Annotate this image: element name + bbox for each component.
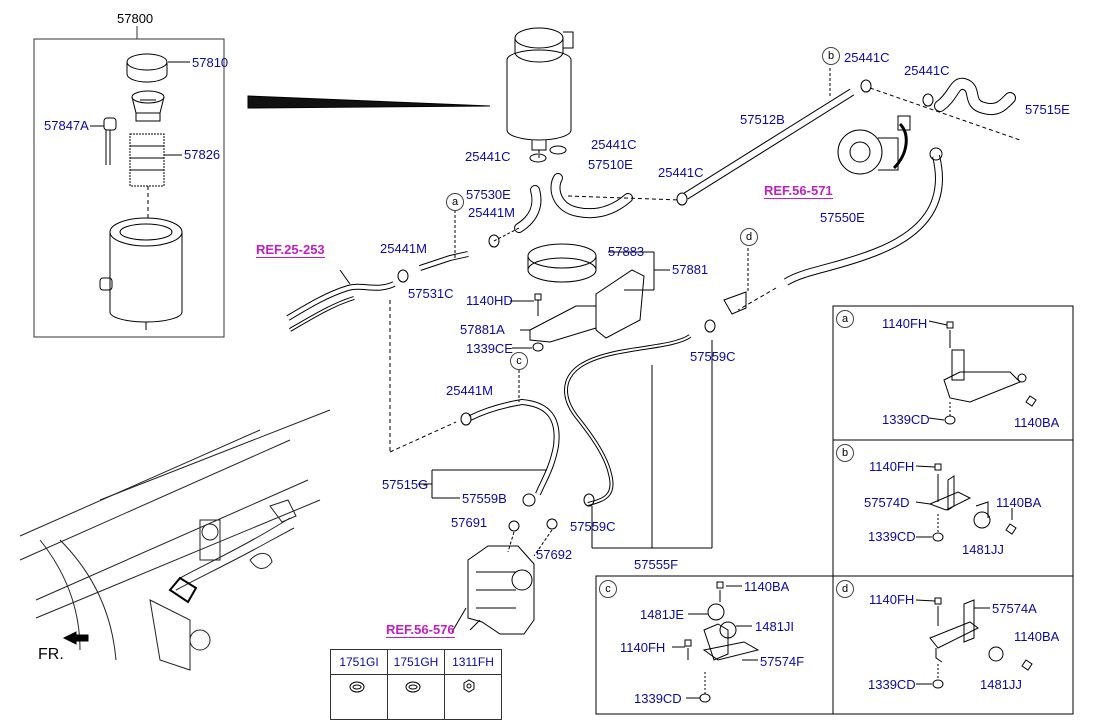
part-57559B-label: 57559B bbox=[462, 491, 507, 506]
part-57881A-label: 57881A bbox=[460, 322, 505, 337]
marker-a: a bbox=[446, 193, 464, 211]
detail-c-marker: c bbox=[599, 580, 617, 598]
ref-25-253-link[interactable]: REF.25-253 bbox=[256, 242, 325, 258]
part-57810-label: 57810 bbox=[192, 55, 229, 70]
part-25441C-label-5: 25441C bbox=[904, 63, 950, 78]
part-57883-label: 57883 bbox=[608, 244, 645, 259]
part-57691-label: 57691 bbox=[451, 515, 488, 530]
part-57515G-label: 57515G bbox=[382, 477, 429, 492]
seal-1751GI-icon bbox=[330, 674, 388, 720]
ref-56-571-link[interactable]: REF.56-571 bbox=[764, 183, 833, 199]
seal-1751GI-header: 1751GI bbox=[330, 649, 388, 675]
detail-c-1481JI-label: 1481JI bbox=[755, 619, 795, 634]
part-57550E-label: 57550E bbox=[820, 210, 865, 225]
detail-d-box bbox=[832, 575, 1074, 715]
detail-b-1481JJ-label: 1481JJ bbox=[962, 542, 1004, 557]
marker-c: c bbox=[510, 352, 528, 370]
detail-b-1140FH-label: 1140FH bbox=[869, 459, 915, 474]
detail-d-1140BA-label: 1140BA bbox=[1014, 629, 1060, 644]
seal-1751GH-header: 1751GH bbox=[387, 649, 445, 675]
part-57515E-label: 57515E bbox=[1025, 102, 1070, 117]
marker-d: d bbox=[740, 228, 758, 246]
detail-c-1481JE-label: 1481JE bbox=[640, 607, 685, 622]
part-25441M-label-3: 25441M bbox=[446, 383, 493, 398]
part-1339CE-label: 1339CE bbox=[466, 341, 513, 356]
ref-56-576-link[interactable]: REF.56-576 bbox=[386, 622, 455, 638]
part-57510E-label: 57510E bbox=[588, 157, 633, 172]
part-57881-label: 57881 bbox=[672, 262, 709, 277]
part-1140HD-label: 1140HD bbox=[466, 293, 513, 308]
detail-a-1339CD-label: 1339CD bbox=[882, 412, 930, 427]
detail-a-marker: a bbox=[836, 310, 854, 328]
part-57847A-label: 57847A bbox=[44, 118, 89, 133]
seal-1751GH-icon bbox=[387, 674, 445, 720]
detail-d-1481JJ-label: 1481JJ bbox=[980, 677, 1022, 692]
detail-b-57574D-label: 57574D bbox=[864, 495, 910, 510]
part-57559C-label-1: 57559C bbox=[690, 349, 736, 364]
part-57692-label: 57692 bbox=[536, 547, 573, 562]
part-25441M-label-1: 25441M bbox=[468, 205, 515, 220]
seal-1311FH-icon bbox=[444, 674, 502, 720]
detail-b-1339CD-label: 1339CD bbox=[868, 529, 916, 544]
part-57559C-label-2: 57559C bbox=[570, 519, 616, 534]
detail-d-marker: d bbox=[836, 580, 854, 598]
detail-d-57574A-label: 57574A bbox=[992, 601, 1037, 616]
part-25441M-label-2: 25441M bbox=[380, 241, 427, 256]
detail-a-1140BA-label: 1140BA bbox=[1014, 415, 1060, 430]
part-25441C-label-3: 25441C bbox=[658, 165, 704, 180]
part-57555F-label: 57555F bbox=[634, 557, 679, 572]
detail-c-1140BA-label: 1140BA bbox=[744, 579, 790, 594]
part-57826-label: 57826 bbox=[184, 147, 221, 162]
part-57512B-label: 57512B bbox=[740, 112, 785, 127]
detail-d-1339CD-label: 1339CD bbox=[868, 677, 916, 692]
detail-b-marker: b bbox=[836, 444, 854, 462]
part-25441C-label-1: 25441C bbox=[591, 137, 637, 152]
part-25441C-label-4: 25441C bbox=[844, 50, 890, 65]
reservoir-assembly-box bbox=[33, 38, 225, 338]
detail-a-1140FH-label: 1140FH bbox=[882, 316, 928, 331]
part-57530E-label: 57530E bbox=[466, 187, 511, 202]
detail-c-1140FH-label: 1140FH bbox=[620, 640, 666, 655]
detail-b-1140BA-label: 1140BA bbox=[996, 495, 1042, 510]
part-25441C-label-2: 25441C bbox=[465, 149, 511, 164]
detail-d-1140FH-label: 1140FH bbox=[869, 592, 915, 607]
seal-parts-table: 1751GI 1751GH 1311FH bbox=[330, 649, 502, 720]
part-57800-label: 57800 bbox=[117, 11, 154, 26]
part-57531C-label: 57531C bbox=[408, 286, 454, 301]
seal-1311FH-header: 1311FH bbox=[444, 649, 502, 675]
detail-c-1339CD-label: 1339CD bbox=[634, 691, 682, 706]
marker-b: b bbox=[822, 47, 840, 65]
detail-c-57574F-label: 57574F bbox=[760, 654, 805, 669]
front-orientation-label: FR. bbox=[38, 646, 64, 663]
